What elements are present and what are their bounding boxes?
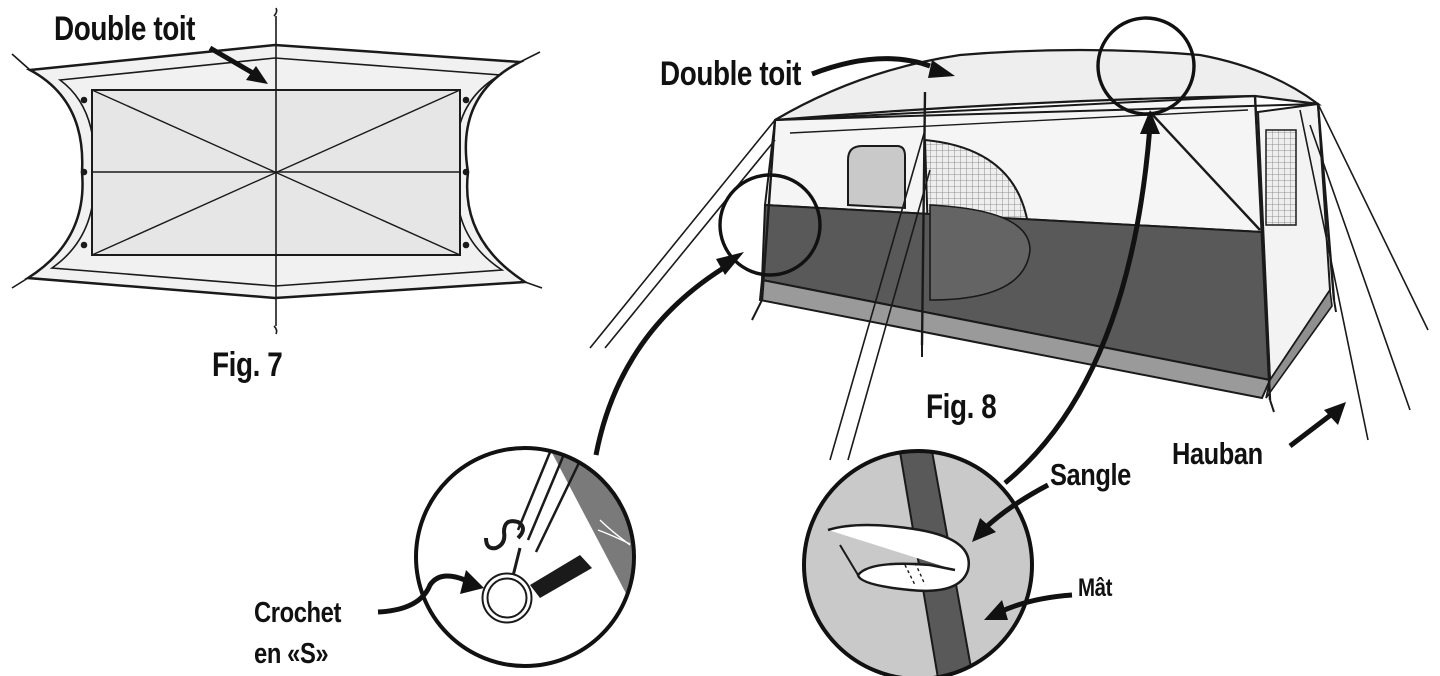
fig8-connector-right — [1003, 125, 1153, 485]
fig8-rainfly — [774, 48, 1322, 122]
fig8-detail-circle-left — [718, 173, 822, 277]
fig8-double-toit-label: Double toit — [660, 55, 802, 93]
fig8-sangle-label: Sangle — [1050, 457, 1131, 492]
s-hook-magnifier-ring — [414, 446, 636, 668]
fig8-tent-perspective — [589, 16, 1429, 485]
fig8-poles — [760, 91, 1336, 401]
fig8-double-toit-arrow — [811, 56, 931, 77]
fig8-hauban-label: Hauban — [1172, 436, 1263, 471]
fig8-detail-circle-right — [1096, 16, 1196, 116]
fig8-door — [847, 145, 906, 210]
crochet-arrow — [377, 573, 466, 615]
fig8-hauban-arrow — [1288, 412, 1334, 448]
fig7-rainfly-top-view — [11, 7, 543, 335]
fig7-double-toit-label: Double toit — [54, 10, 196, 48]
strap-magnifier-ring — [802, 449, 1034, 676]
mat-arrow — [998, 592, 1073, 615]
fig7-caption: Fig. 7 — [212, 346, 283, 384]
strap-detail — [802, 449, 1073, 676]
fig8-mat-label: Mât — [1078, 574, 1113, 602]
fig8-connector-left — [593, 261, 732, 456]
fig7-guy-lines — [11, 7, 543, 335]
fig8-caption: Fig. 8 — [926, 388, 997, 426]
s-hook-detail — [377, 446, 636, 668]
fig7-double-toit-arrow — [208, 45, 260, 79]
fig8-crochet-label-line2: en «S» — [254, 638, 329, 670]
sangle-arrow — [983, 482, 1050, 530]
fig8-guy-lines — [589, 103, 1429, 461]
fig8-crochet-label-line1: Crochet — [254, 597, 341, 629]
